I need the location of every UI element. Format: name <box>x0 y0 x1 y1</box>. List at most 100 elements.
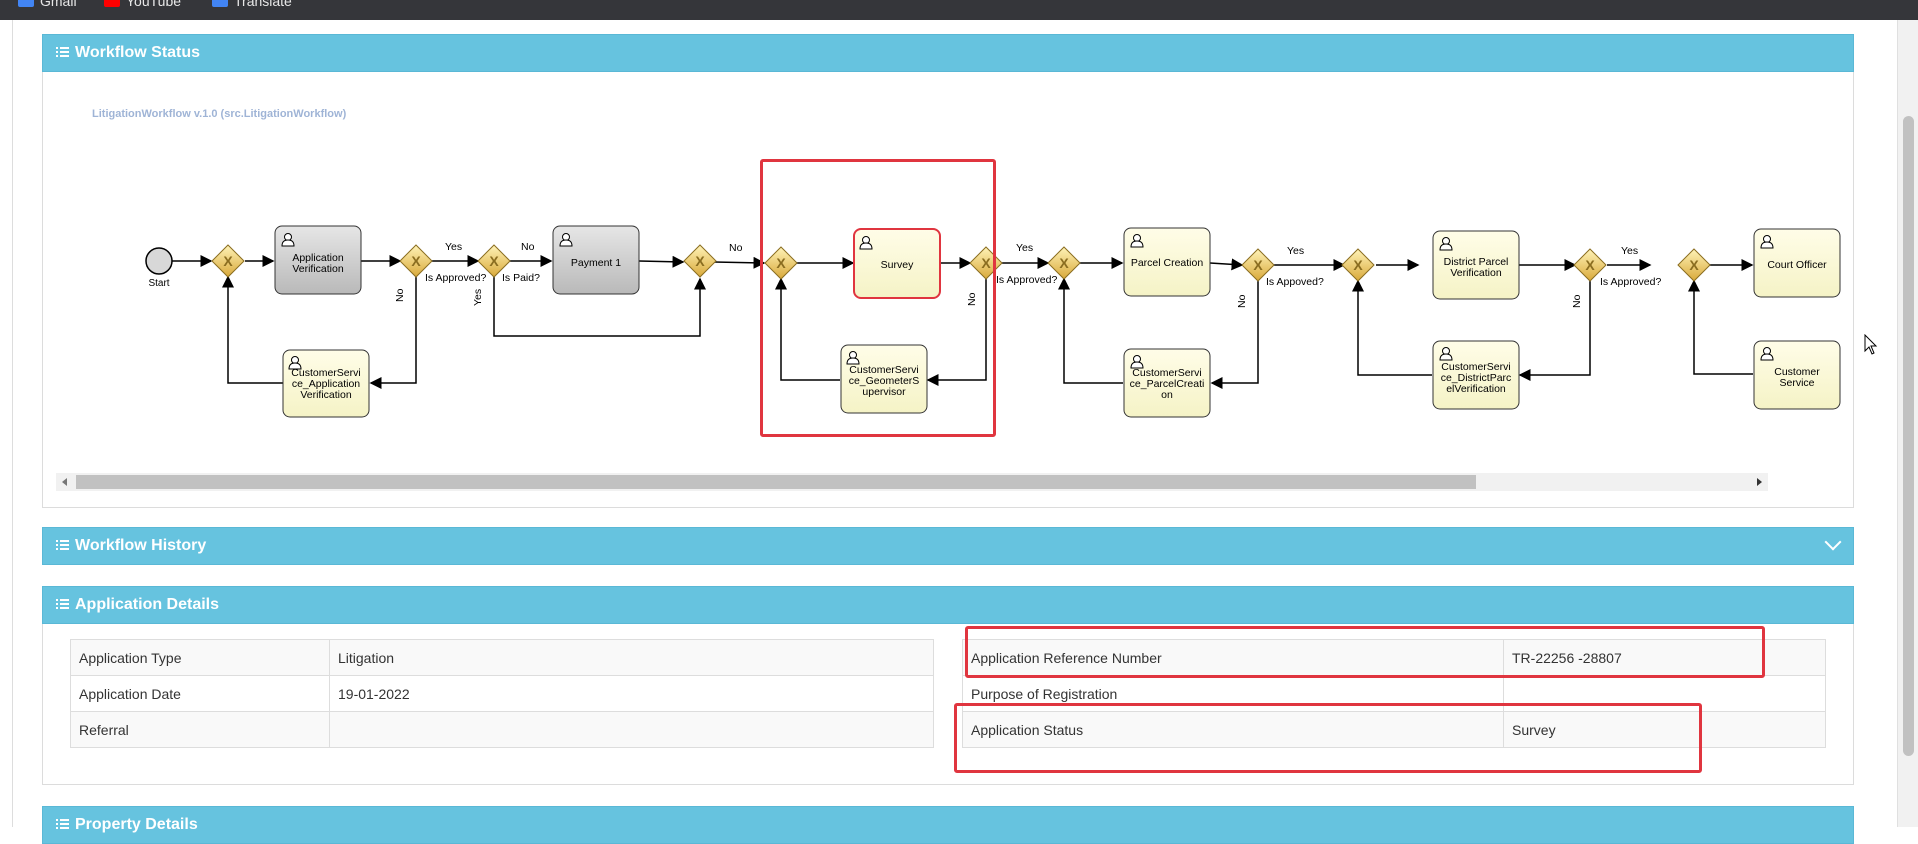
detail-label: Application Date <box>70 675 330 712</box>
svg-text:Survey: Survey <box>881 259 914 271</box>
translate-icon <box>212 0 228 7</box>
svg-text:CustomerServi: CustomerServi <box>1441 361 1510 373</box>
start-label: Start <box>148 278 169 289</box>
table-row: Application Type Litigation <box>70 639 934 676</box>
svg-text:No: No <box>1236 294 1248 308</box>
detail-label: Referral <box>70 711 330 748</box>
table-row: Referral <box>70 711 934 748</box>
svg-text:CustomerServi: CustomerServi <box>849 364 918 376</box>
bookmarks-bar: Gmail YouTube Translate <box>0 0 1918 20</box>
svg-text:No: No <box>966 292 978 306</box>
gateway-markers <box>211 244 1711 282</box>
svg-text:ce_Application: ce_Application <box>292 378 360 390</box>
application-details-left-table: Application Type Litigation Application … <box>70 639 934 748</box>
svg-text:Yes: Yes <box>1287 245 1304 257</box>
page-scrollbar[interactable] <box>1897 20 1918 827</box>
svg-text:elVerification: elVerification <box>1446 383 1506 395</box>
svg-text:Application: Application <box>292 252 344 264</box>
property-details-title: Property Details <box>75 816 198 833</box>
svg-text:upervisor: upervisor <box>862 386 906 398</box>
svg-text:Is Approved?: Is Approved? <box>425 272 486 284</box>
svg-text:X: X <box>1585 257 1595 273</box>
bookmark-gmail[interactable]: Gmail <box>18 0 77 9</box>
detail-value: Survey <box>1503 711 1826 748</box>
svg-text:X: X <box>776 255 786 271</box>
svg-text:Service: Service <box>1779 377 1814 389</box>
detail-value <box>329 711 934 748</box>
diagram-scroll-thumb[interactable] <box>76 475 1476 489</box>
svg-text:Is Approved?: Is Approved? <box>996 274 1057 286</box>
svg-text:Court Officer: Court Officer <box>1767 259 1827 271</box>
list-icon <box>56 47 69 57</box>
highlight-application-status <box>954 703 1702 773</box>
svg-text:X: X <box>695 253 705 269</box>
gmail-icon <box>18 0 34 7</box>
chevron-down-icon[interactable] <box>1824 533 1842 551</box>
svg-text:Yes: Yes <box>1621 245 1638 257</box>
diagram-title: LitigationWorkflow v.1.0 (src.Litigation… <box>92 108 347 120</box>
svg-text:No: No <box>394 288 406 302</box>
svg-text:CustomerServi: CustomerServi <box>1132 367 1201 379</box>
svg-text:X: X <box>1059 255 1069 271</box>
detail-label: Application Status <box>962 711 1504 748</box>
detail-label: Application Type <box>70 639 330 676</box>
svg-text:ce_GeometerS: ce_GeometerS <box>849 375 920 387</box>
scroll-right-icon[interactable] <box>1757 478 1762 486</box>
svg-text:District Parcel: District Parcel <box>1444 256 1509 268</box>
svg-text:X: X <box>223 253 233 269</box>
svg-text:on: on <box>1161 389 1173 401</box>
application-details-header[interactable]: Application Details <box>42 586 1854 624</box>
bookmark-youtube[interactable]: YouTube <box>104 0 181 9</box>
svg-text:CustomerServi: CustomerServi <box>291 367 360 379</box>
svg-text:X: X <box>981 255 991 271</box>
svg-text:Verification: Verification <box>300 389 352 401</box>
workflow-status-title: Workflow Status <box>75 44 201 61</box>
svg-text:X: X <box>411 253 421 269</box>
svg-text:X: X <box>1689 257 1699 273</box>
svg-text:X: X <box>1353 257 1363 273</box>
svg-text:Payment 1: Payment 1 <box>571 257 621 269</box>
svg-text:X: X <box>489 253 499 269</box>
svg-text:No: No <box>521 241 535 253</box>
youtube-icon <box>104 0 120 7</box>
svg-text:X: X <box>1253 257 1263 273</box>
workflow-history-header[interactable]: Workflow History <box>42 527 1854 565</box>
list-icon <box>56 599 69 609</box>
page-scroll-thumb[interactable] <box>1903 116 1914 756</box>
list-icon <box>56 540 69 550</box>
svg-text:No: No <box>729 242 743 254</box>
detail-value: 19-01-2022 <box>329 675 934 712</box>
svg-text:Is Appoved?: Is Appoved? <box>1266 276 1324 288</box>
diagram-horizontal-scrollbar[interactable] <box>56 473 1768 491</box>
list-icon <box>56 819 69 829</box>
svg-text:Parcel Creation: Parcel Creation <box>1131 257 1204 269</box>
bookmark-translate[interactable]: Translate <box>212 0 292 9</box>
svg-text:No: No <box>1571 294 1583 308</box>
mouse-cursor-icon <box>1864 334 1878 355</box>
table-row: Application Date 19-01-2022 <box>70 675 934 712</box>
svg-text:Yes: Yes <box>472 289 484 306</box>
svg-text:Customer: Customer <box>1774 366 1820 378</box>
svg-text:ce_ParcelCreati: ce_ParcelCreati <box>1130 378 1205 390</box>
detail-value: Litigation <box>329 639 934 676</box>
svg-text:ce_DistrictParc: ce_DistrictParc <box>1441 372 1512 384</box>
highlight-reference-number <box>965 626 1765 678</box>
table-row: Application Reference Number TR-22256 -2… <box>962 639 1826 676</box>
start-event <box>145 247 173 275</box>
detail-label: Application Reference Number <box>962 639 1504 676</box>
highlight-survey-step <box>760 159 996 437</box>
svg-text:Is Paid?: Is Paid? <box>502 272 540 284</box>
scroll-left-icon[interactable] <box>62 478 67 486</box>
workflow-history-title: Workflow History <box>75 537 207 554</box>
svg-text:Yes: Yes <box>1016 242 1033 254</box>
table-row: Application Status Survey <box>962 711 1826 748</box>
svg-text:Yes: Yes <box>445 241 462 253</box>
svg-text:Is Approved?: Is Approved? <box>1600 276 1661 288</box>
svg-text:Verification: Verification <box>1450 267 1502 279</box>
svg-text:Verification: Verification <box>292 263 344 275</box>
property-details-header[interactable]: Property Details <box>42 806 1854 844</box>
application-details-title: Application Details <box>75 596 220 613</box>
workflow-diagram: Start X X X X X X X X X X X <box>145 225 1841 418</box>
workflow-status-header[interactable]: Workflow Status <box>42 34 1854 72</box>
